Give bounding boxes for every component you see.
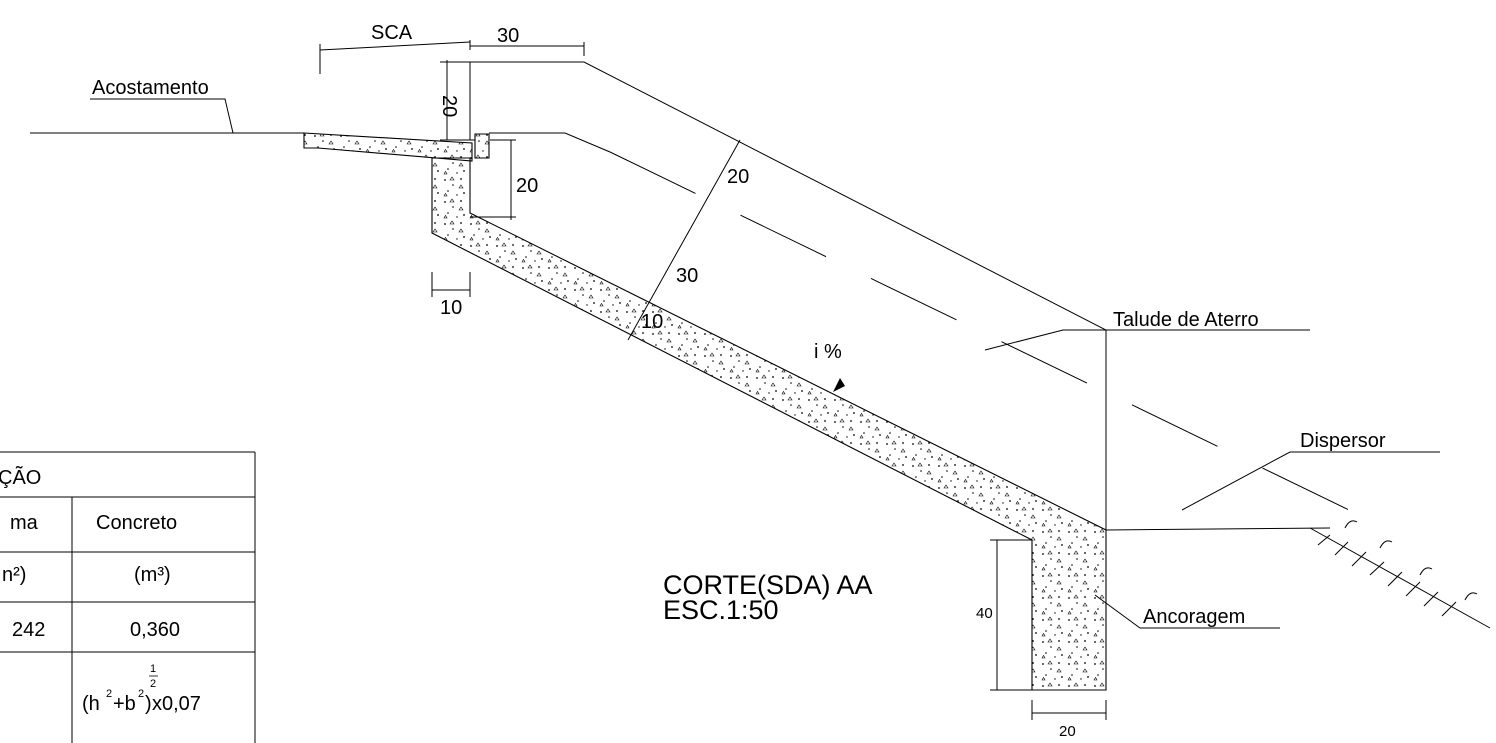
title-line2: ESC.1:50 (663, 595, 779, 625)
svg-text:2: 2 (138, 688, 144, 700)
top-berm-line (489, 132, 611, 153)
table-col1-unit: n²) (2, 564, 26, 586)
label-acostamento: Acostamento (92, 77, 209, 99)
dispersor-leader (1181, 451, 1440, 511)
label-dim-curb20: 20 (516, 175, 538, 197)
embankment-top-line (470, 61, 1107, 530)
label-dim-bottom20: 20 (1059, 723, 1076, 740)
acostamento-leader (90, 98, 234, 134)
svg-text:(h: (h (82, 693, 100, 715)
talude-leader (984, 329, 1310, 351)
table-header: ÇÃO (0, 465, 41, 489)
label-dim-slope30: 30 (676, 265, 698, 287)
svg-text:): ) (145, 693, 152, 715)
table-col1-value: 242 (12, 619, 45, 641)
dim-slope-line (627, 139, 741, 341)
dim-sca-line (319, 41, 471, 51)
dashed-slope-line (609, 151, 1381, 526)
label-dim-top30: 30 (497, 25, 519, 47)
natural-ground-hatch (1309, 520, 1491, 629)
slope-arrow-icon (833, 378, 845, 392)
svg-text:1: 1 (150, 663, 156, 675)
table-col2-header: Concreto (96, 512, 177, 534)
label-talude: Talude de Aterro (1113, 309, 1259, 331)
label-dim-slope20: 20 (727, 166, 749, 188)
label-dispersor: Dispersor (1300, 430, 1386, 452)
label-dim-40: 40 (976, 605, 993, 622)
concrete-body (303, 132, 1107, 691)
label-dim-left20: 20 (438, 95, 460, 117)
label-dim-10-left: 10 (440, 297, 462, 319)
quantity-table-lines (0, 451, 256, 743)
label-sca: SCA (371, 22, 413, 44)
table-col1-header: ma (10, 512, 39, 534)
ancoragem-leader (1094, 594, 1280, 629)
svg-text:+b: +b (113, 693, 136, 715)
label-ancoragem: Ancoragem (1143, 606, 1245, 628)
dispersor-base-line (1105, 527, 1331, 531)
label-dim-10-slope: 10 (641, 311, 663, 333)
svg-text:2: 2 (106, 688, 112, 700)
svg-text:x0,07: x0,07 (152, 693, 201, 715)
svg-text:2: 2 (150, 678, 156, 690)
label-slope-i: i % (814, 341, 842, 363)
table-col2-value: 0,360 (130, 619, 180, 641)
title-line1: CORTE(SDA) AA (663, 570, 873, 600)
table-formula: (h 2 +b 2 ) 1 2 x0,07 (82, 663, 201, 715)
table-col2-unit: (m³) (134, 564, 171, 586)
